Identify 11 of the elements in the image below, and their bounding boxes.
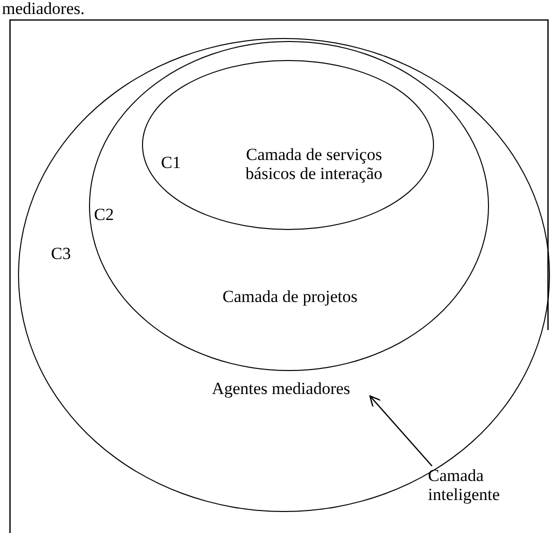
layer-name-label: Camada de serviços básicos de interação xyxy=(244,145,384,183)
layer-name-label: Camada de projetos xyxy=(221,287,358,306)
layer-id-label: C3 xyxy=(51,244,71,263)
leader-arrow xyxy=(369,395,432,466)
layer-name-label: Agentes mediadores xyxy=(210,379,352,398)
callout-text: Camada inteligente xyxy=(428,466,501,504)
layer-ellipse xyxy=(142,60,434,230)
layer-ellipse xyxy=(89,41,489,371)
text-fragment: mediadores. xyxy=(2,0,85,18)
layer-id-label: C1 xyxy=(161,153,181,172)
layer-id-label: C2 xyxy=(94,205,114,224)
